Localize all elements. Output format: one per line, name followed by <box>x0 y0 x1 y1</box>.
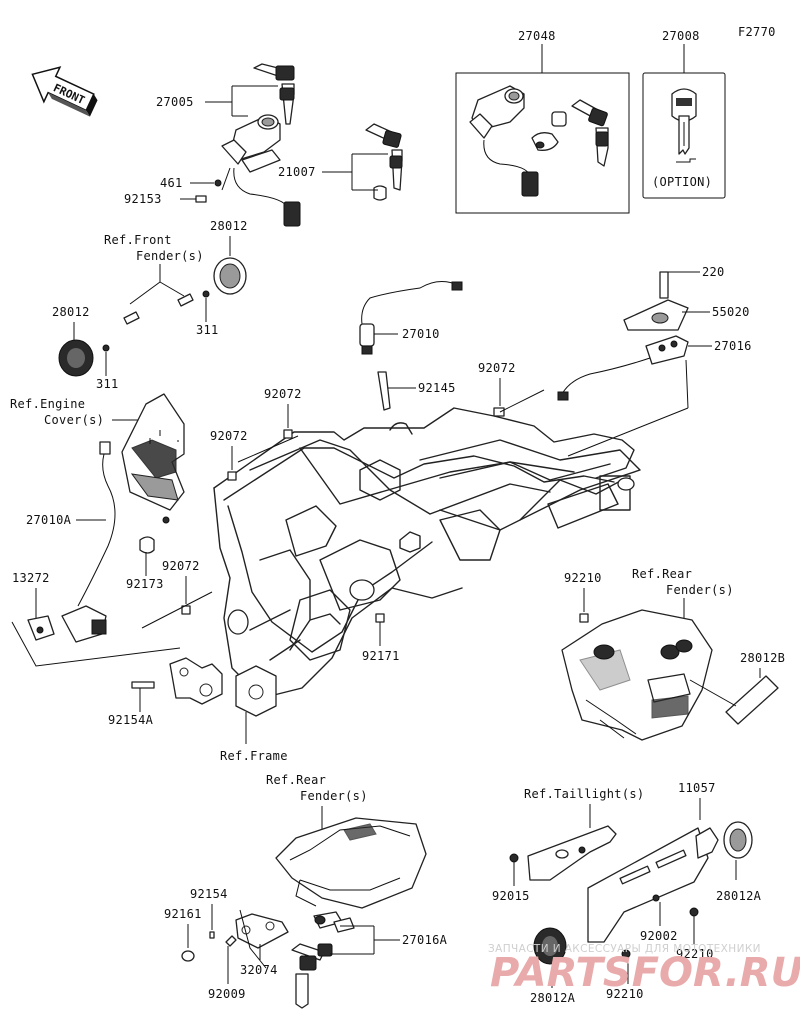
label-27016A: 27016A <box>402 933 448 947</box>
label-92154A: 92154A <box>108 713 154 727</box>
label-92009: 92009 <box>208 987 246 1001</box>
label-461: 461 <box>160 176 183 190</box>
label-311-left: 311 <box>96 377 119 391</box>
label-92210-top: 92210 <box>564 571 602 585</box>
label-92171: 92171 <box>362 649 400 663</box>
label-28012-left: 28012 <box>52 305 90 319</box>
label-92072-c: 92072 <box>478 361 516 375</box>
label-92002: 92002 <box>640 929 678 943</box>
label-ref-rear-fender-2a: Ref.Rear <box>266 773 326 787</box>
label-92072-d: 92072 <box>162 559 200 573</box>
label-option: (OPTION) <box>652 175 712 189</box>
label-92154: 92154 <box>190 887 228 901</box>
label-28012A-right: 28012A <box>716 889 762 903</box>
label-ref-frame: Ref.Frame <box>220 749 288 763</box>
rear-fender-upper <box>561 609 713 741</box>
lock-set-27016A <box>291 911 355 1009</box>
clamp-92145 <box>377 371 391 411</box>
bracket-plate-left <box>169 657 223 705</box>
label-92173: 92173 <box>126 577 164 591</box>
label-92145: 92145 <box>418 381 456 395</box>
ignition-switch-27048 <box>469 85 609 197</box>
key-27008-drawing <box>671 88 697 163</box>
label-92072-a: 92072 <box>264 387 302 401</box>
label-28012A-bottom: 28012A <box>530 991 576 1005</box>
label-27010: 27010 <box>402 327 440 341</box>
front-arrow-icon: FRONT <box>31 66 98 117</box>
label-92161: 92161 <box>164 907 202 921</box>
label-92210-bottom-right: 92210 <box>676 947 714 961</box>
label-27016: 27016 <box>714 339 752 353</box>
grommet-92173 <box>139 536 155 554</box>
label-92015: 92015 <box>492 889 530 903</box>
label-ref-rear-fender-2b: Fender(s) <box>300 789 368 803</box>
label-ref-engine-cover-1: Ref.Engine <box>10 397 85 411</box>
label-55020: 55020 <box>712 305 750 319</box>
label-32074: 32074 <box>240 963 278 977</box>
label-27005: 27005 <box>156 95 194 109</box>
sensor-27010A <box>61 441 116 643</box>
label-27008: 27008 <box>662 29 700 43</box>
ignition-switch-27005 <box>221 63 301 227</box>
taillight-bracket <box>527 825 617 881</box>
switch-27016 <box>557 335 689 401</box>
label-ref-rear-fender-1a: Ref.Rear <box>632 567 692 581</box>
key-set-21007 <box>365 123 403 201</box>
label-92210-bottom: 92210 <box>606 987 644 1001</box>
label-ref-taillight: Ref.Taillight(s) <box>524 787 644 801</box>
rear-fender-lower <box>275 817 427 909</box>
label-220: 220 <box>702 265 725 279</box>
label-ref-engine-cover-2: Cover(s) <box>44 413 104 427</box>
label-11057: 11057 <box>678 781 716 795</box>
label-27010A: 27010A <box>26 513 72 527</box>
watermark-logo: PARTSFOR.RU <box>490 950 800 996</box>
switch-27010 <box>359 281 463 355</box>
label-ref-front-fender-1: Ref.Front <box>104 233 172 247</box>
frame-drawing <box>169 407 641 717</box>
label-311-right: 311 <box>196 323 219 337</box>
label-28012B: 28012B <box>740 651 785 665</box>
figure-code: F2770 <box>738 25 776 39</box>
label-ref-front-fender-2: Fender(s) <box>136 249 204 263</box>
label-92153: 92153 <box>124 192 162 206</box>
label-13272: 13272 <box>12 571 50 585</box>
label-28012-top: 28012 <box>210 219 248 233</box>
watermark-tagline: ЗАПЧАСТИ И АКСЕССУАРЫ ДЛЯ МОТОТЕХНИКИ <box>488 943 761 955</box>
label-21007: 21007 <box>278 165 316 179</box>
bracket-11057 <box>587 827 719 943</box>
reflector-28012B <box>725 675 779 725</box>
label-92072-b: 92072 <box>210 429 248 443</box>
label-ref-rear-fender-1b: Fender(s) <box>666 583 734 597</box>
label-27048: 27048 <box>518 29 556 43</box>
bracket-32074 <box>235 913 289 949</box>
